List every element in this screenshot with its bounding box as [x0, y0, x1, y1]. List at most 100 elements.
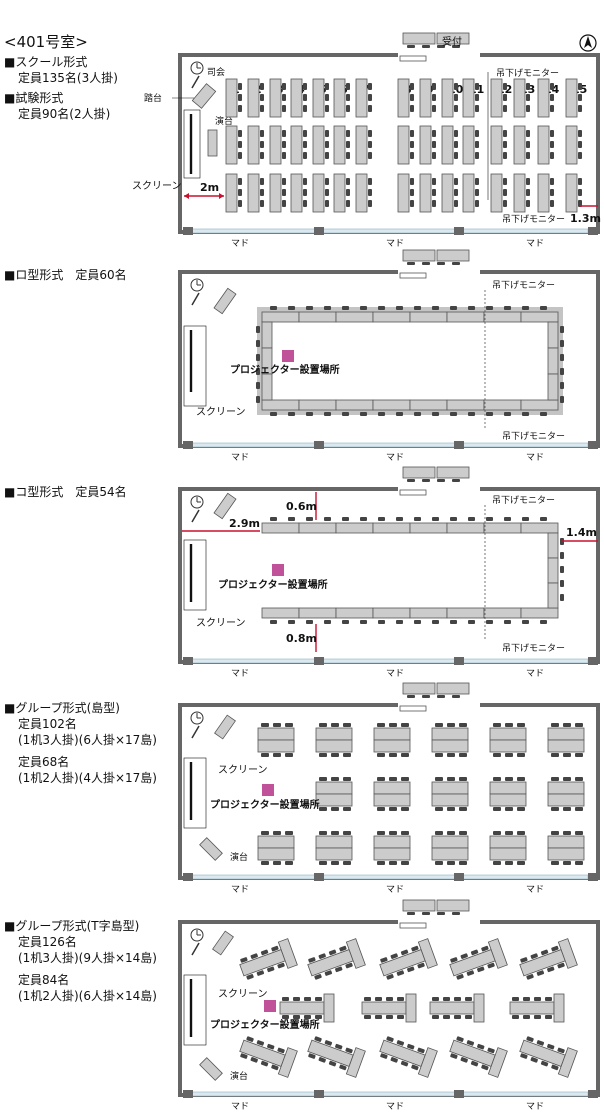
window-label: マド [526, 239, 544, 249]
chair [578, 141, 582, 148]
window-label: マド [386, 885, 404, 895]
chair [319, 723, 327, 727]
chair [560, 580, 564, 587]
monitor-label-top: 吊下げモニター [496, 68, 559, 79]
chair [504, 306, 511, 310]
chair [517, 861, 525, 865]
chair [411, 945, 419, 952]
island-desk [489, 739, 527, 753]
reception-desk [436, 682, 470, 695]
emcee-podium [213, 287, 237, 315]
chair [368, 141, 372, 148]
t-island [519, 938, 578, 980]
chair [503, 189, 507, 196]
chair [575, 861, 583, 865]
reception-chair [422, 262, 430, 265]
chair [260, 1060, 269, 1067]
chair [260, 189, 264, 196]
t-island [307, 938, 366, 980]
chair [454, 130, 458, 137]
chair [377, 723, 385, 727]
chair [360, 517, 367, 521]
chair [368, 105, 372, 112]
desk-unit [547, 557, 559, 584]
desk-unit [419, 173, 432, 213]
chair [401, 807, 409, 811]
chair [517, 807, 525, 811]
chair [550, 105, 554, 112]
chair [481, 945, 489, 952]
t-island [239, 938, 298, 980]
chair [468, 412, 475, 416]
chair [325, 200, 329, 207]
column-pillar [183, 227, 193, 235]
chair [526, 200, 530, 207]
desk-unit [261, 311, 300, 323]
room-school: マドマドマド [178, 32, 600, 249]
chair [435, 723, 443, 727]
chair [470, 1060, 479, 1067]
chair [285, 861, 293, 865]
desk-unit [335, 399, 374, 411]
chair [303, 130, 307, 137]
group-info: ■グループ形式(島型) 定員102名 (1机3人掛)(6人掛×17島) 定員68… [4, 700, 157, 786]
chair [517, 753, 525, 757]
mic-stand [191, 942, 200, 956]
chair [389, 777, 397, 781]
chair [260, 178, 264, 185]
chair [456, 1036, 464, 1042]
chair [360, 306, 367, 310]
desk-unit [409, 399, 448, 411]
chair [550, 130, 554, 137]
window-label: マド [231, 669, 249, 679]
chair [288, 306, 295, 310]
chair [530, 1057, 538, 1063]
chair [526, 130, 530, 137]
chair [401, 753, 409, 757]
chair [503, 94, 507, 101]
chair [454, 997, 461, 1001]
chair [432, 152, 436, 159]
chair [303, 141, 307, 148]
chair [522, 306, 529, 310]
chair [240, 1053, 248, 1059]
chair [505, 831, 513, 835]
chair [523, 997, 530, 1001]
island-desk [557, 938, 578, 969]
chair [386, 1015, 393, 1019]
desk-unit [290, 78, 303, 118]
chair [345, 1047, 353, 1054]
desk-unit [333, 125, 346, 165]
screen-frame [183, 974, 207, 1046]
chair [325, 83, 329, 90]
room-tgroup: マドマドマド [178, 899, 600, 1112]
island-desk [431, 781, 469, 795]
chair [551, 777, 559, 781]
chair [256, 382, 260, 389]
room-wall [178, 270, 600, 448]
chair [260, 200, 264, 207]
chair [293, 1015, 300, 1019]
desk-unit [290, 125, 303, 165]
reception-chair [452, 45, 460, 48]
desk-unit [565, 125, 578, 165]
chair [410, 200, 414, 207]
chair [319, 861, 327, 865]
chair [560, 368, 564, 375]
chair [466, 1040, 475, 1046]
chair [285, 831, 293, 835]
chair [261, 723, 269, 727]
chair [368, 152, 372, 159]
desk-unit [298, 522, 337, 534]
chair [343, 723, 351, 727]
desk-unit [261, 399, 300, 411]
chair [342, 517, 349, 521]
desk-unit [409, 522, 448, 534]
window-strip [189, 442, 589, 448]
reception-chair [407, 479, 415, 482]
chair [306, 306, 313, 310]
chair [324, 306, 331, 310]
reception-chair [437, 479, 445, 482]
desk-unit [513, 125, 526, 165]
chair [304, 997, 311, 1001]
